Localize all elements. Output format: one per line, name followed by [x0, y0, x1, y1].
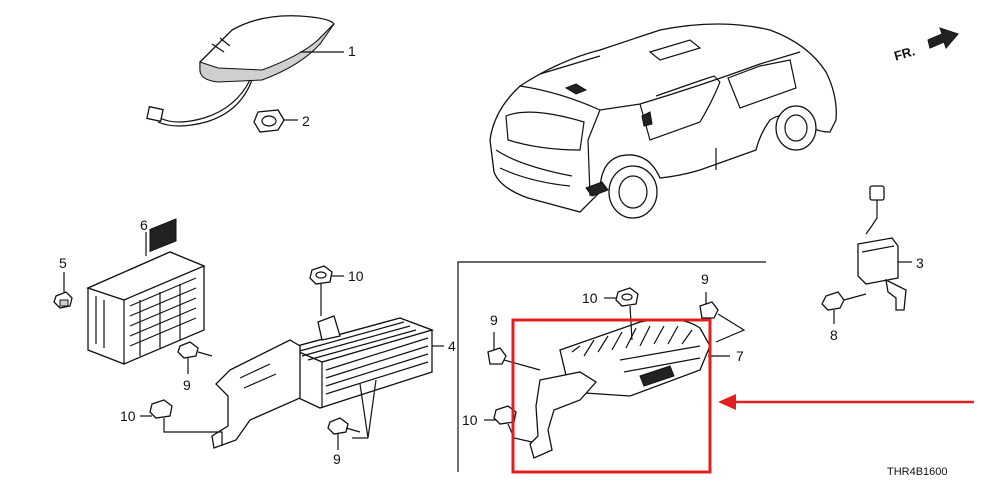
- callout-1: 1: [348, 43, 356, 59]
- module-part-3: [857, 185, 912, 311]
- amplifier-part-7: [529, 318, 730, 459]
- diagram-code: THR4B1600: [887, 466, 948, 478]
- amplifier-part-4: [211, 315, 444, 449]
- bolt-part-5: [53, 272, 73, 309]
- highlight-group: [511, 318, 974, 474]
- callout-7: 7: [736, 348, 744, 364]
- callout-9-bottom: 9: [333, 451, 341, 467]
- callout-10-inset-top: 10: [582, 290, 598, 306]
- callout-10-top: 10: [348, 268, 364, 284]
- highlight-box: [511, 318, 712, 474]
- inset-frame: [457, 261, 766, 472]
- bolt-part-8: [821, 291, 867, 324]
- fasteners-inset: [484, 287, 746, 443]
- nut-part-2: [253, 109, 298, 133]
- callout-9-left: 9: [183, 377, 191, 393]
- callout-4: 4: [448, 338, 456, 354]
- callout-10-left: 10: [120, 408, 136, 424]
- callout-8: 8: [830, 327, 838, 343]
- control-unit-part-6: [86, 218, 206, 365]
- callout-3: 3: [916, 255, 924, 271]
- pointer-arrow-head: [718, 394, 736, 410]
- fasteners-left: [140, 265, 361, 450]
- callout-10-inset-bottom: 10: [462, 412, 478, 428]
- callout-5: 5: [59, 255, 67, 271]
- vehicle-outline: [489, 23, 837, 219]
- callout-9-inset-left: 9: [490, 312, 498, 328]
- antenna-part-1: [146, 15, 344, 127]
- callout-9-inset-right: 9: [701, 271, 709, 287]
- front-direction-arrow: [927, 27, 959, 49]
- callout-2: 2: [302, 113, 310, 129]
- callout-6: 6: [140, 217, 148, 233]
